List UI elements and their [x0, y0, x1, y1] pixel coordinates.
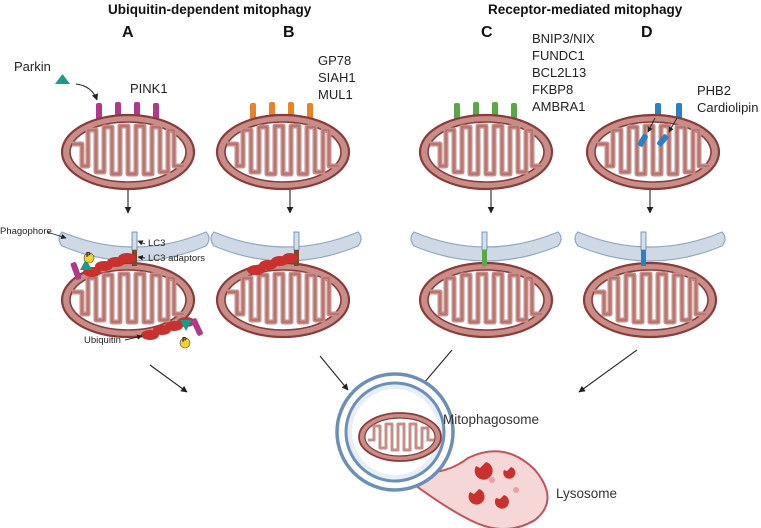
mitochondrion-d-bottom — [584, 263, 716, 337]
receptor-ambra1: AMBRA1 — [532, 99, 586, 114]
parkin-icon — [55, 74, 70, 84]
phagophore-d — [574, 231, 726, 262]
lc3-adaptors-label: LC3 adaptors — [148, 253, 206, 264]
receptor-fundc1: FUNDC1 — [532, 48, 585, 63]
lc3-marker — [131, 231, 138, 251]
mitochondrion-c-top — [420, 115, 552, 189]
receptor-gp78: GP78 — [318, 53, 352, 68]
lc3-label: LC3 — [148, 238, 166, 249]
phospho-label-bottom: P — [182, 337, 187, 344]
receptor-bcl2l13: BCL2L13 — [532, 65, 587, 80]
header-ubiquitin-dependent: Ubiquitin-dependent mitophagy — [108, 2, 312, 17]
mitochondrion-c-bottom — [420, 263, 552, 337]
receptor-siah1: SIAH1 — [318, 70, 356, 85]
mitochondrion-d-top — [587, 115, 719, 189]
receptor-bnip3-nix: BNIP3/NIX — [532, 31, 595, 46]
column-label-d: D — [641, 24, 653, 41]
phagophore-label: Phagophore — [0, 226, 52, 237]
mitochondrion-a-top — [62, 115, 194, 189]
column-label-c: C — [481, 24, 493, 41]
phospho-badge — [83, 252, 95, 264]
mitophagosome-label: Mitophagosome — [443, 412, 540, 427]
mitochondrion-b-bottom — [217, 263, 349, 337]
column-label-b: B — [283, 24, 295, 41]
column-d — [574, 103, 726, 393]
ubiquitin-chain-b — [247, 253, 298, 275]
column-c — [410, 102, 562, 391]
receptor-phb2: PHB2 — [697, 83, 731, 98]
column-b — [210, 102, 362, 391]
mitophagosome-lysosome — [335, 372, 549, 528]
header-receptor-mediated: Receptor-mediated mitophagy — [488, 2, 683, 17]
lysosome-label: Lysosome — [556, 486, 618, 501]
lysosome-contents — [468, 462, 519, 509]
receptor-mul1: MUL1 — [318, 87, 353, 102]
receptor-cardiolipin: Cardiolipin — [697, 100, 759, 115]
ubiquitin-label: Ubiquitin — [84, 335, 121, 346]
pink1-label: PINK1 — [130, 81, 168, 96]
receptor-fkbp8: FKBP8 — [532, 82, 574, 97]
column-a — [46, 74, 210, 393]
phospho-label-top: P — [86, 252, 91, 259]
column-label-a: A — [122, 24, 134, 41]
parkin-label: Parkin — [14, 59, 51, 74]
ubiquitin-chain-bottom — [141, 317, 195, 340]
mitochondrion-b-top — [217, 115, 349, 189]
